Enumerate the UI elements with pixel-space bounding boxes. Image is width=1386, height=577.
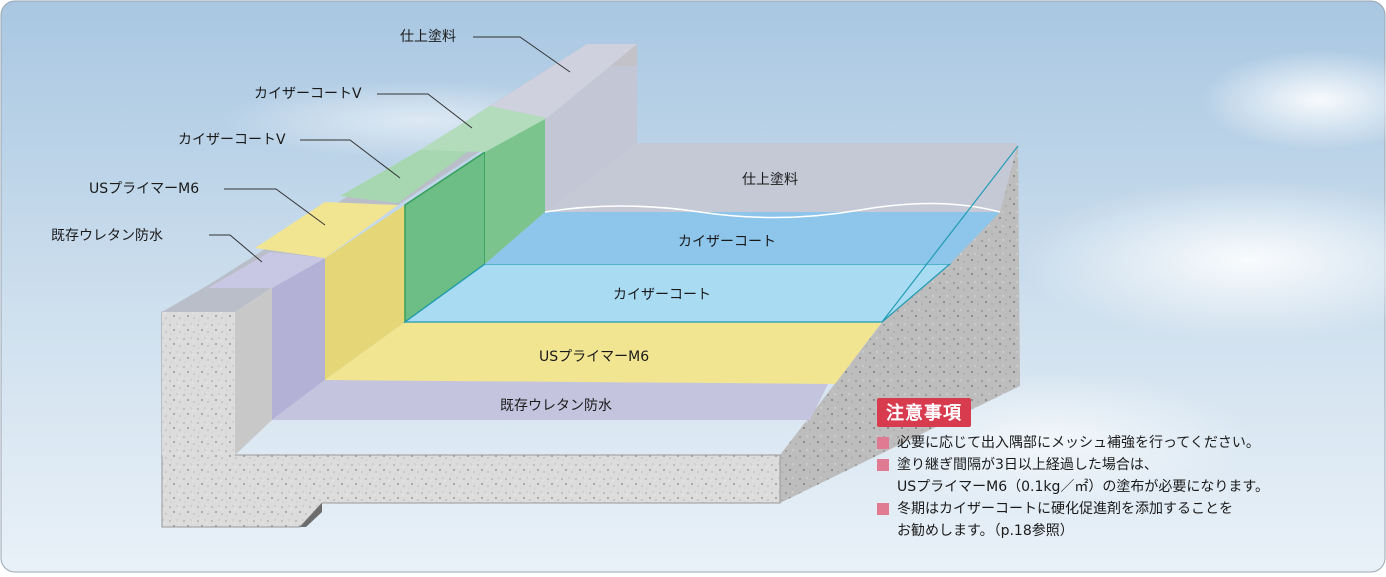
floor-label-top-coat: 仕上塗料: [742, 171, 798, 188]
parapet-front-face: [162, 312, 235, 455]
note-item: 塗り継ぎ間隔が3日以上経過した場合は、 USプライマーM6（0.1kg／㎡）の塗…: [877, 454, 1377, 498]
leader-line: [473, 36, 571, 73]
callout-kaiser-coat-v-upper: カイザーコートV: [254, 86, 362, 102]
us-primer-floor: [325, 322, 882, 384]
kaiser-coat-v-top-upper: [420, 106, 547, 152]
top-coat-wall: [545, 66, 637, 212]
note-line: 必要に応じて出入隅部にメッシュ補強を行ってください。: [897, 435, 1260, 451]
us-primer-top: [255, 202, 398, 258]
slab-shadow: [300, 503, 322, 527]
floor-label-existing-urethane: 既存ウレタン防水: [500, 398, 612, 414]
kaiser-coat-v-top-lower: [340, 150, 470, 203]
callout-existing-urethane: 既存ウレタン防水: [51, 228, 163, 244]
floor-label-us-primer: USプライマーM6: [539, 349, 649, 365]
note-line: お勧めします。（p.18参照）: [897, 523, 1074, 539]
callout-top-coat: 仕上塗料: [400, 28, 456, 45]
cloud: [1200, 50, 1386, 150]
callout-kaiser-coat-v-lower: カイザーコートV: [178, 132, 286, 148]
note-item: 必要に応じて出入隅部にメッシュ補強を行ってください。: [877, 432, 1377, 454]
existing-urethane-top: [208, 252, 325, 288]
leader-line: [209, 234, 263, 263]
note-item: 冬期はカイザーコートに硬化促進剤を添加することを お勧めします。（p.18参照）: [877, 498, 1377, 542]
cloud: [1020, 180, 1386, 340]
kaiser-coat-floor-upper: [485, 212, 1000, 264]
floor-label-kaiser-coat-upper: カイザーコート: [678, 234, 776, 250]
bullet-square-icon: [877, 503, 889, 515]
leader-line: [377, 93, 473, 129]
note-line: 塗り継ぎ間隔が3日以上経過した場合は、: [897, 457, 1158, 473]
existing-urethane-wall: [272, 258, 325, 420]
callout-us-primer: USプライマーM6: [89, 181, 199, 197]
bullet-square-icon: [877, 437, 889, 449]
note-line: 冬期はカイザーコートに硬化促進剤を添加することを: [897, 501, 1233, 517]
top-coat-top: [490, 44, 637, 118]
existing-urethane-floor: [272, 380, 830, 420]
note-line: USプライマーM6（0.1kg／㎡）の塗布が必要になります。: [897, 479, 1269, 495]
kaiser-coat-v-wall-upper: [485, 118, 545, 264]
parapet-inner-edge: [235, 288, 272, 455]
leader-line: [224, 188, 326, 226]
top-coat-floor: [545, 143, 1018, 212]
leader-line: [300, 139, 401, 179]
floor-label-kaiser-coat-lower: カイザーコート: [613, 287, 711, 303]
top-coat-wavy-edge: [544, 202, 1001, 219]
bullet-square-icon: [877, 459, 889, 471]
us-primer-wall: [325, 205, 405, 380]
notes-title: 注意事項: [877, 398, 971, 427]
notes-panel: 注意事項 必要に応じて出入隅部にメッシュ補強を行ってください。 塗り継ぎ間隔が3…: [877, 398, 1377, 542]
slab-right-edge-line: [881, 145, 1019, 323]
